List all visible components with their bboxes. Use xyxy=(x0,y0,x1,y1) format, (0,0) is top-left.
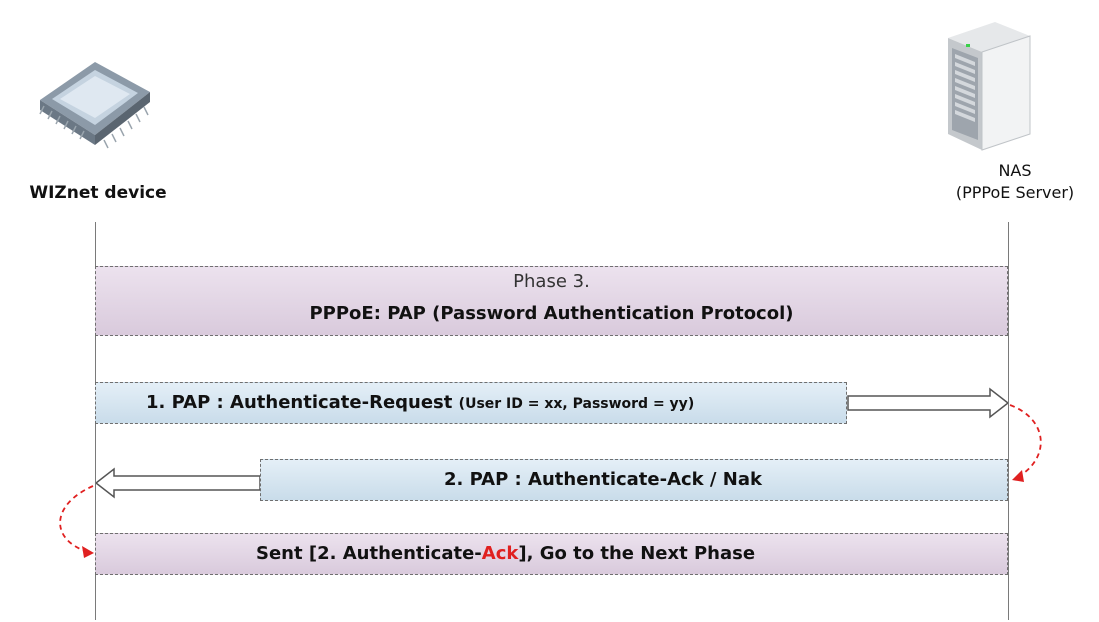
phase-subtitle: PPPoE: PAP (Password Authentication Prot… xyxy=(309,303,794,324)
result-highlight: Ack xyxy=(481,543,519,564)
result-box: Sent [2. Authenticate-Ack], Go to the Ne… xyxy=(95,533,1008,575)
phase-title: Phase 3. xyxy=(513,271,590,292)
server-name: NAS xyxy=(998,161,1032,180)
result-prefix: Sent [2. Authenticate- xyxy=(256,543,482,564)
request-message-box: 1. PAP : Authenticate-Request (User ID =… xyxy=(95,382,847,424)
request-message-label: 1. PAP : Authenticate-Request (User ID =… xyxy=(146,392,694,413)
chip-icon xyxy=(39,62,150,149)
client-label: WIZnet device xyxy=(29,183,167,203)
server-role: (PPPoE Server) xyxy=(955,183,1075,202)
response-message-label: 2. PAP : Authenticate-Ack / Nak xyxy=(444,469,762,490)
response-arrow xyxy=(94,467,261,499)
server-icon xyxy=(948,22,1031,151)
server-processing-arrow xyxy=(1009,404,1042,482)
client-processing-arrow xyxy=(59,485,94,558)
request-label: 1. PAP : Authenticate-Request xyxy=(146,392,453,413)
server-lifeline xyxy=(1008,222,1009,620)
response-message-box: 2. PAP : Authenticate-Ack / Nak xyxy=(260,459,1008,501)
phase-box: Phase 3. PPPoE: PAP (Password Authentica… xyxy=(95,266,1008,336)
request-arrow xyxy=(847,387,1010,419)
request-detail: (User ID = xx, Password = yy) xyxy=(458,396,695,412)
result-label: Sent [2. Authenticate-Ack], Go to the Ne… xyxy=(256,543,755,564)
result-suffix: ], Go to the Next Phase xyxy=(518,543,756,564)
